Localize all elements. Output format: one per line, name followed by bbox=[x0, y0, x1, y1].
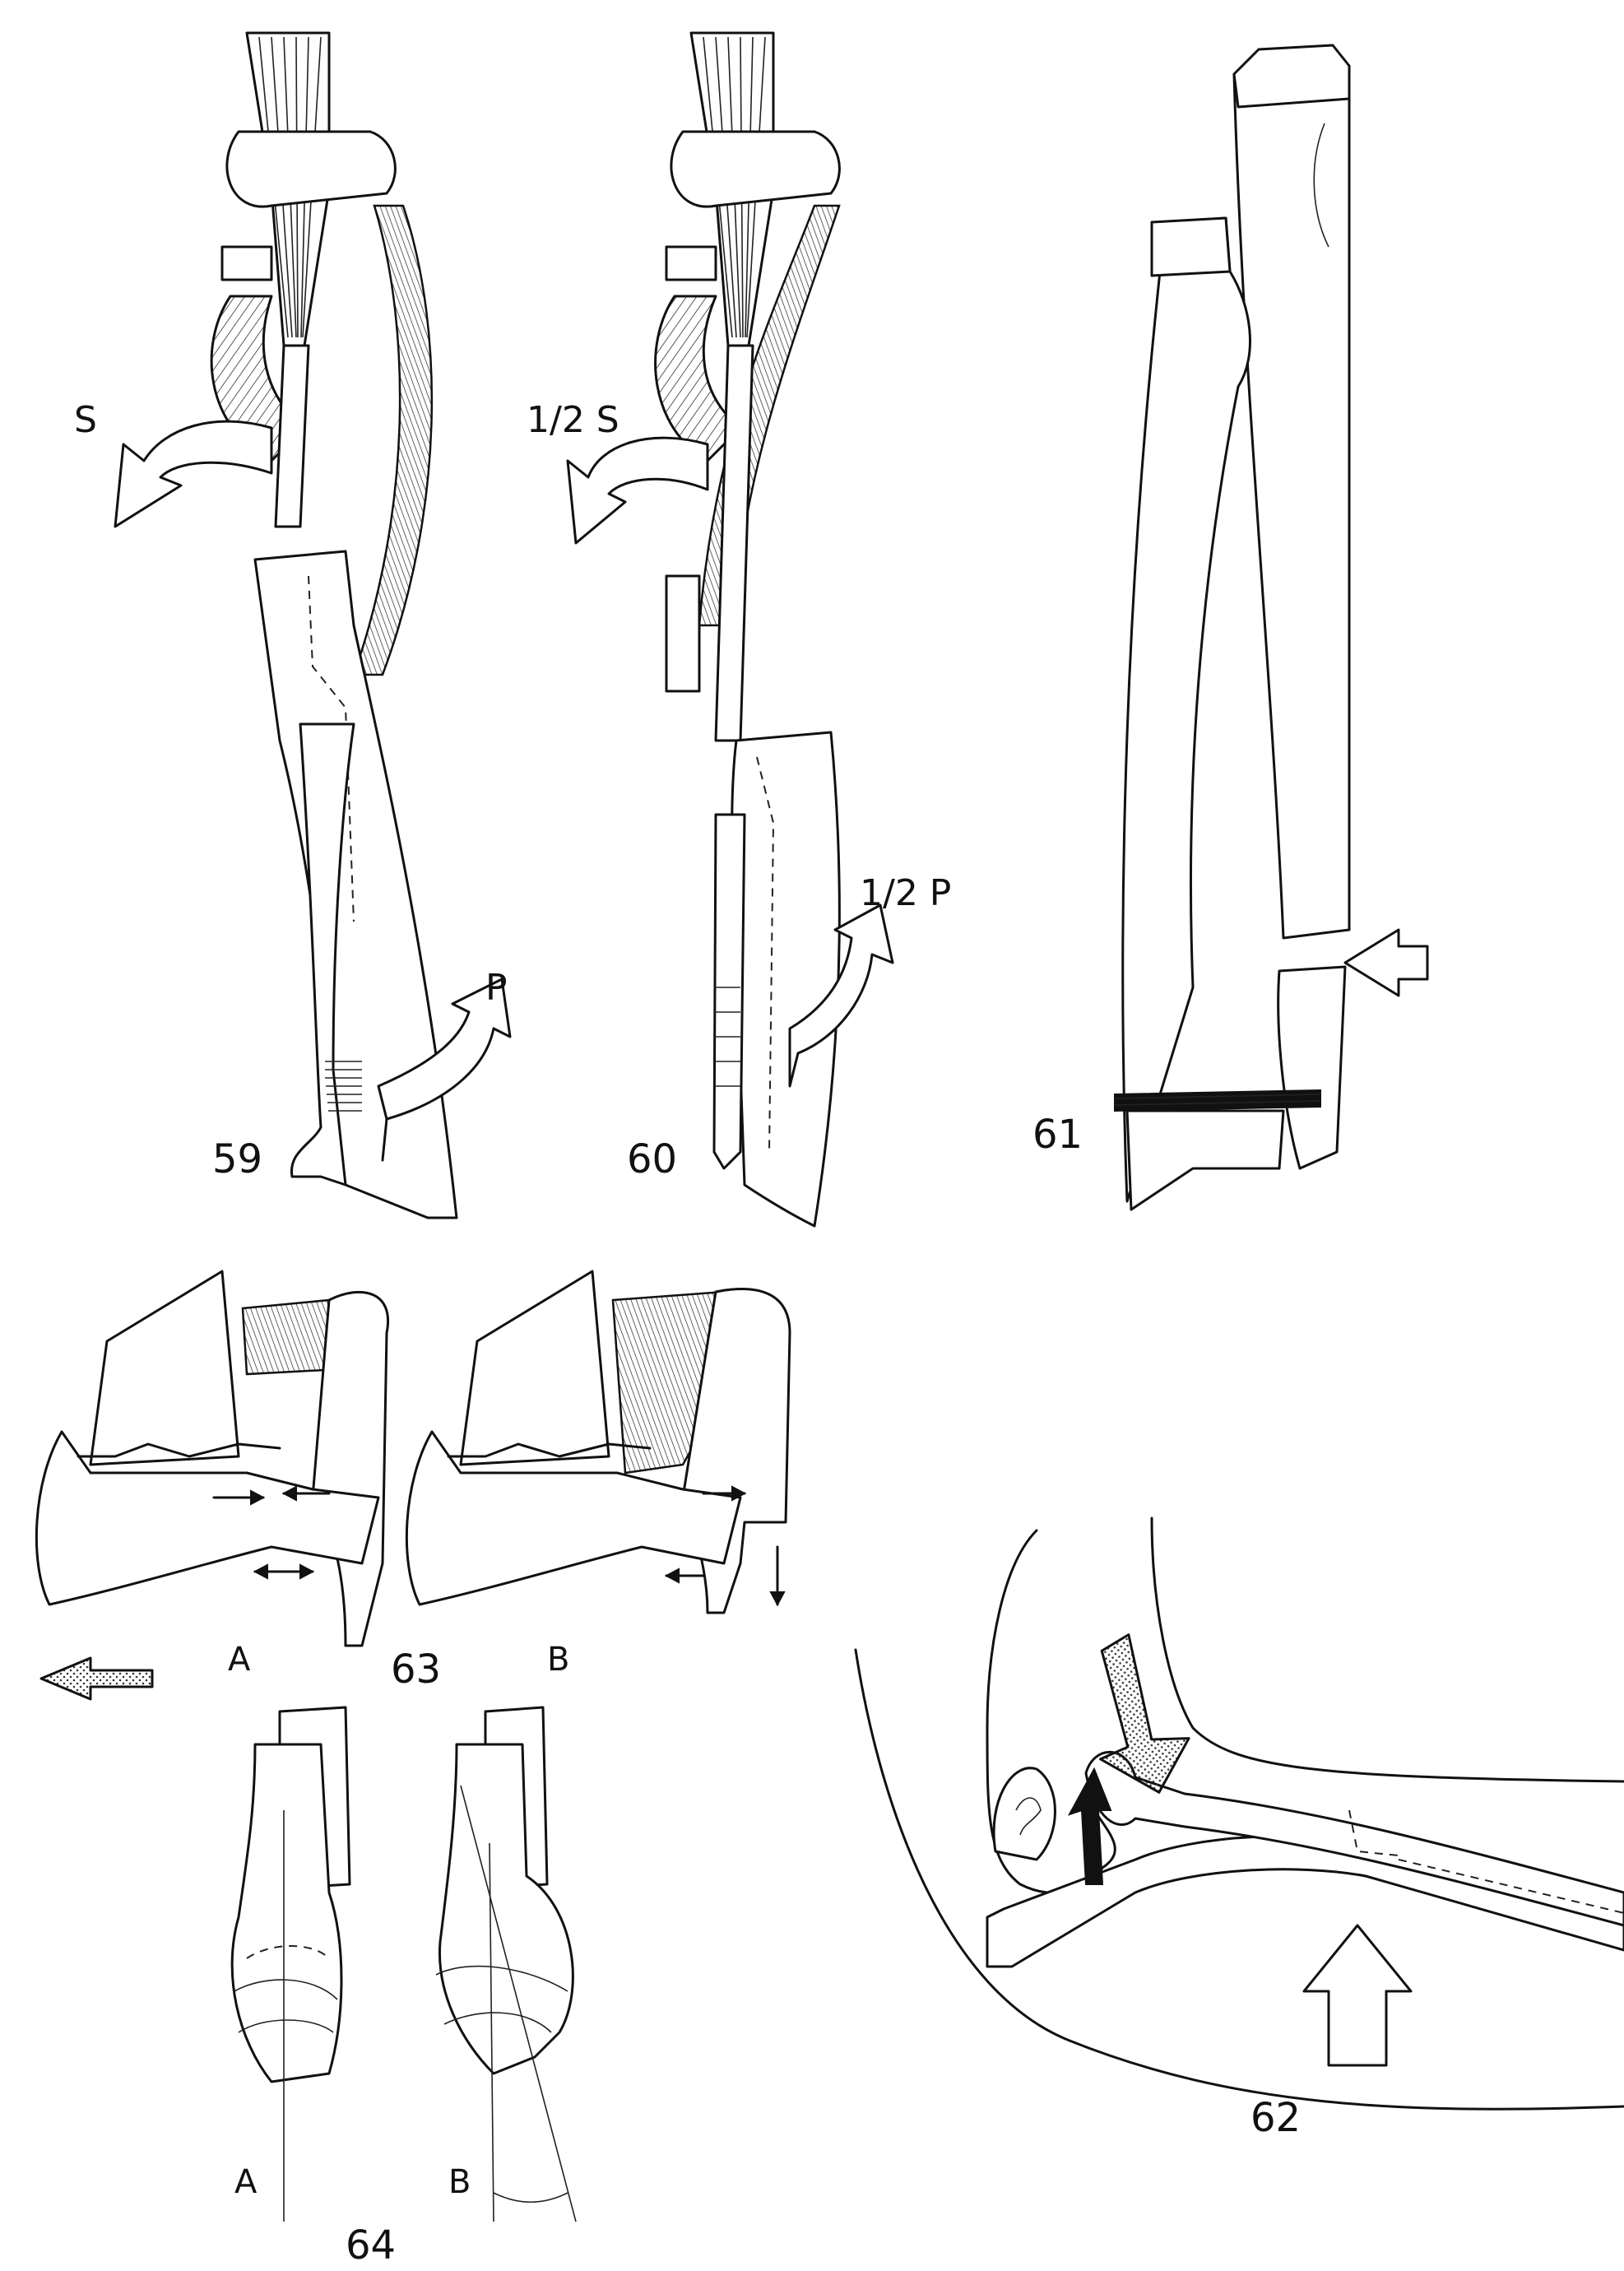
fig59-radius-distal bbox=[253, 550, 458, 1219]
fig63-number: 63 bbox=[391, 1646, 441, 1693]
fig61-number: 61 bbox=[1032, 1112, 1083, 1158]
fig61-radius bbox=[1121, 216, 1251, 1203]
fig64b-angled-axis bbox=[460, 1785, 577, 2222]
fig59-radius-proximal bbox=[274, 344, 310, 528]
fig59-label-p: P bbox=[485, 967, 508, 1009]
fig60-radial-head bbox=[665, 245, 717, 281]
fig59-ulna bbox=[290, 722, 355, 1187]
fig64b-angle-arc bbox=[493, 2192, 568, 2204]
fig61-olecranon bbox=[1232, 44, 1351, 109]
fig64-number: 64 bbox=[346, 2222, 396, 2269]
fig62-ulna bbox=[986, 1835, 1624, 1968]
fig63a-arrows bbox=[212, 1485, 331, 1580]
fig62-number: 62 bbox=[1250, 2095, 1301, 2141]
fig60-ulna-hatch bbox=[714, 987, 740, 1087]
fig64a-tibia bbox=[230, 1743, 343, 2083]
figure-59: S P 59 bbox=[74, 31, 512, 1219]
figure-62: 62 bbox=[854, 1516, 1624, 2141]
fig60-number: 60 bbox=[627, 1136, 677, 1182]
fig63-label-a: A bbox=[228, 1641, 251, 1679]
fig64-label-b: B bbox=[448, 2163, 471, 2201]
fig62-humerus-outline bbox=[986, 1529, 1116, 1894]
fig63a-fracture-line bbox=[77, 1442, 281, 1458]
fig62-force-arrow bbox=[1302, 1924, 1413, 2067]
fig60-half-supination-arrow bbox=[566, 436, 709, 545]
fig64b-tibia bbox=[438, 1743, 574, 2075]
fig59-supination-arrow bbox=[114, 420, 273, 528]
fig61-ulna-distal bbox=[1277, 965, 1347, 1170]
fig62-hatched-arrow bbox=[1099, 1633, 1190, 1794]
fig61-ulna bbox=[1232, 64, 1351, 940]
fig63a-ligament bbox=[241, 1298, 331, 1376]
fig63a-proximal-bone bbox=[89, 1270, 240, 1466]
fig60-radius-distal bbox=[731, 731, 841, 1228]
figure-60: 1/2 S 1/2 P 60 bbox=[527, 31, 951, 1228]
fig61-radial-head bbox=[1150, 216, 1232, 277]
fig59-radial-head bbox=[220, 245, 273, 281]
fig61-fracture-arrow bbox=[1343, 928, 1429, 997]
fig63b-proximal-bone bbox=[459, 1270, 610, 1466]
fig63b-arrows bbox=[664, 1485, 786, 1607]
fig63a-distal-bone bbox=[35, 1430, 380, 1606]
fig59-distal-hatch bbox=[325, 1061, 362, 1112]
fig63b-fracture-line bbox=[447, 1442, 652, 1458]
fig63b-distal-bone bbox=[405, 1430, 742, 1606]
fig61-screw bbox=[1114, 1089, 1321, 1112]
fig60-ulna bbox=[712, 813, 746, 1170]
fig59-lateral-muscle bbox=[352, 204, 434, 676]
fig60-label-half-s: 1/2 S bbox=[527, 399, 619, 441]
fig59-humerus-condyle bbox=[225, 130, 397, 208]
fig60-half-pronation-arrow bbox=[788, 903, 894, 1088]
figure-63: A 63 B bbox=[35, 1270, 791, 1701]
fig64-label-a: A bbox=[234, 2163, 258, 2201]
fig61-radius-distal-end bbox=[1125, 1109, 1285, 1211]
fig59-label-s: S bbox=[74, 399, 97, 441]
fig62-forearm-upper-contour bbox=[1150, 1516, 1624, 1783]
fig60-ulna-fragment bbox=[665, 574, 701, 693]
fig62-solid-arrow bbox=[1067, 1767, 1112, 1885]
fig59-number: 59 bbox=[212, 1136, 262, 1182]
fig60-label-half-p: 1/2 P bbox=[860, 872, 951, 914]
fig63a-displacement-arrow bbox=[39, 1656, 154, 1701]
figure-61: 61 bbox=[1032, 44, 1429, 1211]
fig60-humerus-condyle bbox=[670, 130, 841, 208]
figure-64: A B 64 bbox=[230, 1706, 577, 2269]
fig59-pronation-arrow bbox=[377, 978, 512, 1162]
fig62-outer-contour bbox=[854, 1648, 1624, 2111]
fig62-condyle bbox=[992, 1767, 1056, 1861]
fig60-radius-proximal bbox=[714, 344, 754, 742]
fig63-label-b: B bbox=[547, 1641, 569, 1679]
fig64b-axis-line bbox=[489, 1842, 494, 2222]
